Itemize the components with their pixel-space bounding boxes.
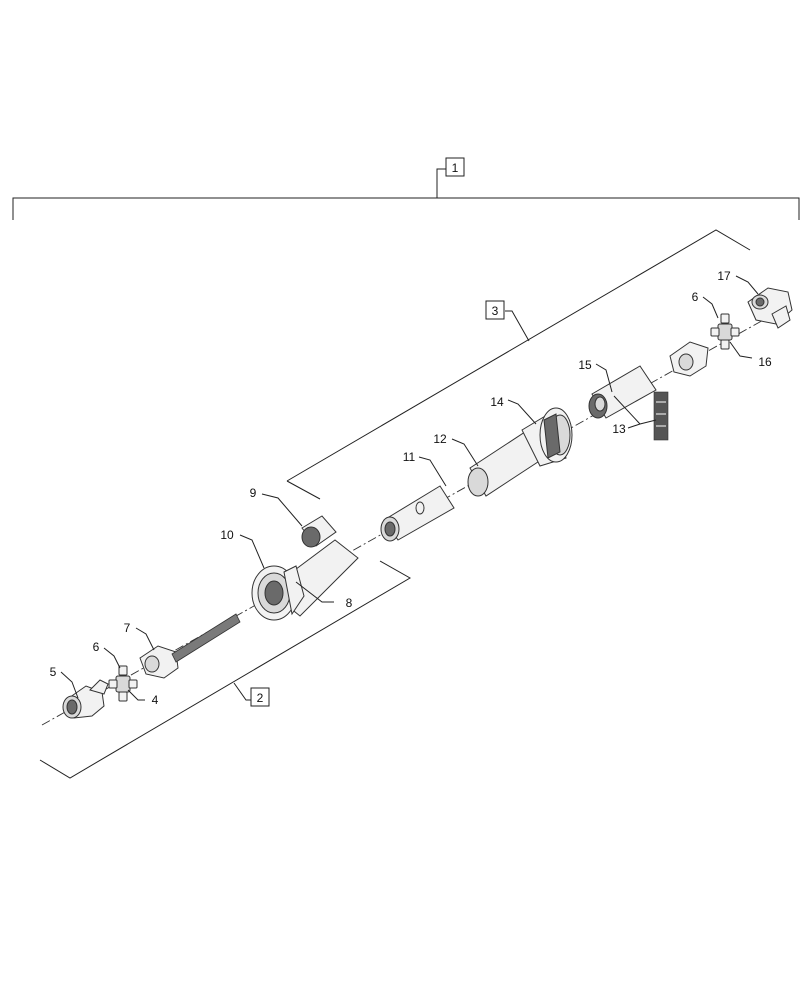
svg-text:14: 14 — [490, 395, 504, 409]
svg-text:10: 10 — [220, 528, 234, 542]
svg-text:6: 6 — [93, 640, 100, 654]
callout-9[interactable]: 9 — [250, 486, 303, 527]
svg-text:1: 1 — [452, 161, 459, 175]
part-4-cross-journal — [108, 665, 138, 702]
svg-text:11: 11 — [403, 450, 416, 464]
part-7-inner-yoke — [139, 645, 179, 679]
callout-box-1[interactable]: 1 — [445, 157, 465, 177]
callout-box-3[interactable]: 3 — [485, 300, 505, 320]
svg-text:6: 6 — [692, 290, 699, 304]
svg-text:8: 8 — [346, 596, 353, 610]
callout-5[interactable]: 5 — [50, 665, 79, 699]
callout-17[interactable]: 17 — [717, 269, 759, 295]
callout-8[interactable]: 8 — [295, 581, 353, 610]
svg-text:9: 9 — [250, 486, 257, 500]
callout-4[interactable]: 4 — [127, 689, 159, 707]
part-15-outer-shaft — [588, 365, 657, 419]
callout-6-lower[interactable]: 6 — [93, 640, 121, 669]
svg-text:3: 3 — [492, 304, 499, 318]
upper-inner-yoke — [669, 341, 709, 377]
splined-shaft — [171, 613, 241, 663]
callout-11[interactable]: 11 — [403, 450, 447, 487]
part-16-cross-journal — [710, 313, 740, 350]
svg-text:13: 13 — [612, 422, 626, 436]
svg-text:7: 7 — [124, 621, 131, 635]
callout-13[interactable]: 13 — [612, 395, 657, 436]
svg-text:5: 5 — [50, 665, 57, 679]
part-12-outer-tube — [467, 429, 545, 497]
callout-16[interactable]: 16 — [729, 341, 772, 369]
callout-box-2[interactable]: 2 — [250, 687, 270, 707]
bracket-assembly-3 — [286, 229, 751, 500]
callout-10[interactable]: 10 — [220, 528, 265, 569]
svg-text:12: 12 — [433, 432, 447, 446]
svg-text:4: 4 — [152, 693, 159, 707]
leader-1 — [436, 168, 446, 198]
svg-text:15: 15 — [578, 358, 592, 372]
part-10-guard-cone — [251, 539, 359, 621]
part-5-yoke — [62, 679, 109, 719]
part-17-yoke — [747, 287, 793, 329]
svg-text:17: 17 — [717, 269, 731, 283]
svg-text:16: 16 — [758, 355, 772, 369]
callout-15[interactable]: 15 — [578, 358, 613, 393]
callout-14[interactable]: 14 — [490, 395, 537, 425]
svg-text:2: 2 — [257, 691, 264, 705]
callout-6-upper[interactable]: 6 — [692, 290, 719, 319]
bracket-assembly-2 — [39, 560, 411, 779]
bracket-assembly-1 — [12, 197, 800, 220]
part-13-decal — [653, 391, 669, 441]
callout-7[interactable]: 7 — [124, 621, 155, 651]
part-11-inner-tube — [380, 485, 455, 542]
callout-12[interactable]: 12 — [433, 432, 479, 467]
leader-2 — [233, 682, 252, 701]
part-14-guard-cone — [521, 407, 573, 467]
part-9-bearing-ring — [301, 515, 337, 548]
leader-3 — [505, 310, 530, 342]
